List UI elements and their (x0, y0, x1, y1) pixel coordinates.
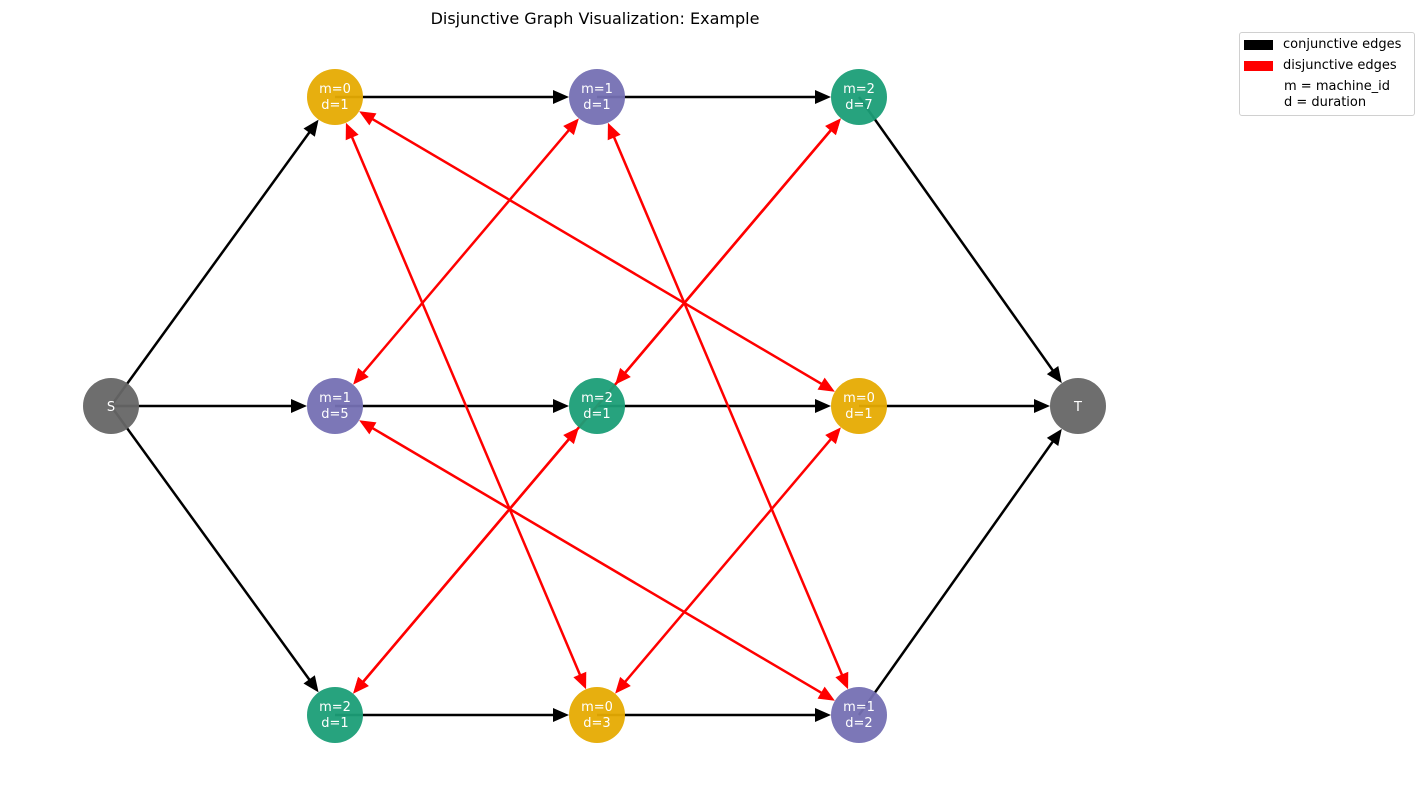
disjunctive-edge-arrowhead-reverse (359, 111, 377, 126)
conjunctive-edge-arrowhead (815, 90, 831, 104)
disjunctive-edge (365, 114, 829, 389)
disjunctive-edge-arrowhead (353, 367, 369, 385)
conjunctive-edge (857, 434, 1059, 716)
conjunctive-edge-arrowhead (553, 399, 569, 413)
conjunctive-edge-arrowhead (815, 708, 831, 722)
disjunctive-edge (619, 432, 837, 689)
graph-node: m=0d=3 (569, 687, 625, 743)
graph-node: m=0d=1 (307, 69, 363, 125)
conjunctive-edge-arrowhead (303, 119, 319, 137)
conjunctive-edge (109, 125, 315, 407)
conjunctive-edge-arrowhead (553, 708, 569, 722)
disjunctive-edge-arrowhead-reverse (563, 427, 579, 445)
node-duration-label: d=5 (321, 407, 348, 422)
legend-label-conjunctive: conjunctive edges (1283, 37, 1402, 52)
node-label: T (1073, 400, 1082, 415)
disjunctive-edge-arrowhead-reverse (563, 118, 579, 136)
graph-node: m=1d=5 (307, 378, 363, 434)
disjunctive-edge-arrowhead-reverse (345, 122, 359, 141)
node-label: S (107, 400, 115, 415)
disjunctive-edge (357, 432, 575, 689)
conjunctive-edge-arrowhead (553, 90, 569, 104)
node-circle (307, 687, 363, 743)
disjunctive-edge-arrowhead (573, 671, 587, 690)
disjunctive-edge-arrowhead (817, 686, 835, 701)
disjunctive-edge-arrowhead-reverse (825, 118, 841, 136)
node-circle (569, 687, 625, 743)
disjunctive-edge-arrowhead (835, 671, 849, 690)
node-circle (831, 687, 887, 743)
disjunctive-edge-arrowhead-reverse (359, 420, 377, 435)
node-machine-label: m=1 (319, 391, 351, 406)
node-machine-label: m=0 (843, 391, 875, 406)
node-machine-label: m=2 (843, 82, 875, 97)
disjunctive-edge-arrowhead (615, 676, 631, 694)
node-circle (307, 378, 363, 434)
disjunctive-edge-arrowhead-reverse (607, 122, 621, 141)
legend: conjunctive edges disjunctive edges m = … (1239, 32, 1415, 116)
graph-title: Disjunctive Graph Visualization: Example (431, 9, 760, 28)
disjunctive-edge (347, 129, 585, 683)
conjunctive-edge (109, 405, 315, 687)
graph-node: m=1d=2 (831, 687, 887, 743)
node-duration-label: d=7 (845, 98, 872, 113)
conjunctive-edge (857, 96, 1059, 378)
conjunctive-edge-arrowhead (291, 399, 307, 413)
node-duration-label: d=1 (321, 716, 348, 731)
legend-entry-disjunctive: disjunctive edges (1244, 58, 1397, 73)
disjunctive-edge-arrowhead-reverse (825, 427, 841, 445)
node-machine-label: m=0 (581, 700, 613, 715)
conjunctive-edge-arrowhead (303, 675, 319, 693)
legend-entry-conjunctive: conjunctive edges (1244, 37, 1401, 52)
node-machine-label: m=1 (581, 82, 613, 97)
node-circle (569, 69, 625, 125)
legend-note-machine: m = machine_id (1284, 79, 1391, 94)
conjunctive-edge-arrowhead (815, 399, 831, 413)
node-duration-label: d=1 (583, 98, 610, 113)
node-circle (831, 69, 887, 125)
node-machine-label: m=2 (319, 700, 351, 715)
disjunctive-edge (357, 123, 575, 380)
node-duration-label: d=1 (321, 98, 348, 113)
disjunctive-swatch (1244, 60, 1273, 71)
graph-node: m=2d=7 (831, 69, 887, 125)
conjunctive-swatch (1244, 39, 1273, 50)
node-circle (1050, 378, 1106, 434)
legend-note: m = machine_id d = duration (1284, 79, 1390, 111)
graph-node: S (83, 378, 139, 434)
node-circle (569, 378, 625, 434)
disjunctive-edge (609, 129, 847, 683)
node-machine-label: m=0 (319, 82, 351, 97)
conjunctive-edge-arrowhead (1034, 399, 1050, 413)
node-machine-label: m=2 (581, 391, 613, 406)
node-duration-label: d=1 (845, 407, 872, 422)
disjunctive-edge-arrowhead (817, 377, 835, 392)
conjunctive-edge-arrowhead (1046, 428, 1062, 446)
conjunctive-edge-arrowhead (1046, 366, 1062, 384)
graph-node: m=1d=1 (569, 69, 625, 125)
graph-node: m=0d=1 (831, 378, 887, 434)
graph-node: m=2d=1 (569, 378, 625, 434)
node-duration-label: d=1 (583, 407, 610, 422)
node-circle (307, 69, 363, 125)
node-duration-label: d=2 (845, 716, 872, 731)
disjunctive-edge (365, 423, 829, 698)
disjunctive-edge-arrowhead (353, 676, 369, 694)
node-circle (831, 378, 887, 434)
node-circle (83, 378, 139, 434)
legend-note-duration: d = duration (1284, 95, 1367, 110)
graph-node: m=2d=1 (307, 687, 363, 743)
node-duration-label: d=3 (583, 716, 610, 731)
conjunctive-edges (109, 90, 1062, 722)
graph-node: T (1050, 378, 1106, 434)
legend-label-disjunctive: disjunctive edges (1283, 58, 1397, 73)
node-machine-label: m=1 (843, 700, 875, 715)
